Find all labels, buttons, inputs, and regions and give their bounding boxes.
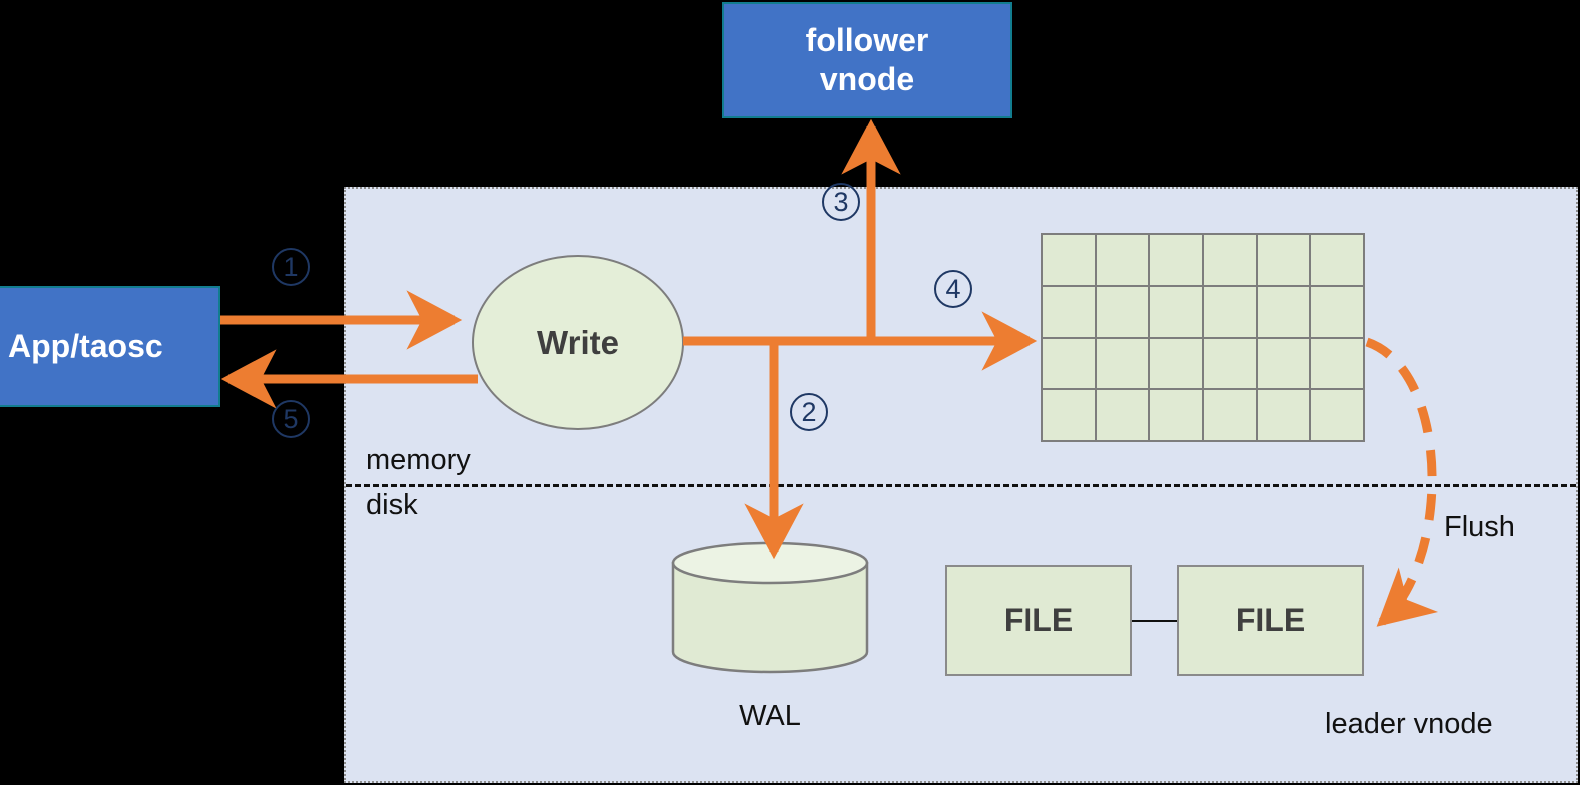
memtable-cell (1096, 286, 1149, 337)
memtable-cell (1150, 390, 1202, 440)
memtable-cell (1150, 338, 1202, 389)
memtable-cell (1096, 235, 1149, 285)
memtable-cell (1150, 286, 1202, 337)
disk-label: disk (366, 489, 418, 521)
follower-vnode-label-line1: follower (805, 21, 929, 58)
memtable-cell (1311, 235, 1363, 285)
file-box-1: FILE (945, 565, 1132, 676)
memtable-cell (1257, 235, 1310, 285)
step-number-2: 2 (790, 393, 828, 431)
app-taosc-box: App/taosc (0, 286, 220, 407)
memtable-cell (1204, 235, 1256, 285)
memtable-cell (1257, 338, 1310, 389)
memory-label: memory (366, 444, 471, 476)
memtable-cell (1204, 286, 1256, 337)
memtable-grid (1041, 233, 1365, 442)
file-box-2: FILE (1177, 565, 1364, 676)
memtable-cell (1150, 235, 1202, 285)
wal-cylinder-shape (671, 541, 869, 674)
memtable-cell (1096, 390, 1149, 440)
wal-label: WAL (739, 700, 801, 732)
memtable-cell (1043, 390, 1095, 440)
memtable-cell (1043, 286, 1095, 337)
memtable-cell (1204, 390, 1256, 440)
memtable-cell (1311, 338, 1363, 389)
memory-disk-divider (346, 484, 1576, 487)
step-number-3: 3 (822, 183, 860, 221)
memtable-cell (1257, 286, 1310, 337)
follower-vnode-label: follower vnode (806, 21, 929, 99)
memtable-cell (1043, 338, 1095, 389)
step-number-5: 5 (272, 400, 310, 438)
memtable-cell (1311, 390, 1363, 440)
memtable-cell (1257, 390, 1310, 440)
memtable-cell (1311, 286, 1363, 337)
write-node: Write (472, 255, 684, 430)
wal-cylinder (671, 541, 869, 674)
flush-label: Flush (1444, 511, 1515, 543)
step-number-1: 1 (272, 248, 310, 286)
step-number-4: 4 (934, 270, 972, 308)
memtable-cell (1096, 338, 1149, 389)
file-link-connector (1132, 620, 1177, 622)
memtable-cell (1204, 338, 1256, 389)
leader-vnode-label: leader vnode (1325, 708, 1493, 740)
follower-vnode-label-line2: vnode (819, 61, 915, 97)
memtable-cell (1043, 235, 1095, 285)
follower-vnode-box: follower vnode (722, 2, 1012, 118)
